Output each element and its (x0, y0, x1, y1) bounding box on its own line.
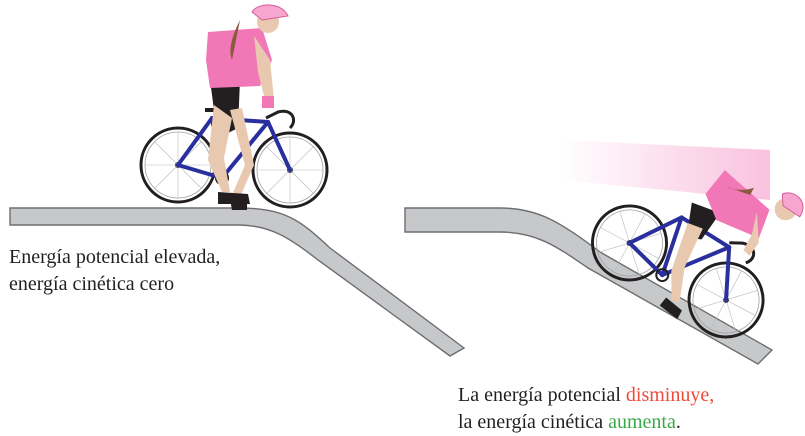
right-bicycle (591, 170, 804, 339)
left-hill (9, 207, 466, 357)
caption-left-line2: energía cinética cero (9, 273, 175, 295)
decrease-highlight: disminuye, (625, 384, 715, 406)
caption-left-line1: Energía potencial elevada, (9, 246, 221, 268)
increase-highlight: aumenta (608, 411, 676, 433)
caption-energy-change: La energía potencial disminuye, la energ… (458, 382, 714, 436)
caption-right-line1: La energía potencial disminuye, (458, 382, 714, 409)
caption-right-line2: la energía cinética aumenta. (458, 409, 714, 436)
left-cyclist (139, 4, 329, 210)
caption-right-line2-suffix: . (675, 411, 681, 433)
right-cyclist (560, 140, 804, 339)
caption-high-potential: Energía potencial elevada, energía cinét… (9, 244, 220, 298)
front-wheel (251, 131, 329, 209)
caption-right-line2-prefix: la energía cinética (458, 411, 609, 433)
right-hill (404, 207, 774, 365)
caption-right-line1-prefix: La energía potencial (458, 384, 626, 406)
